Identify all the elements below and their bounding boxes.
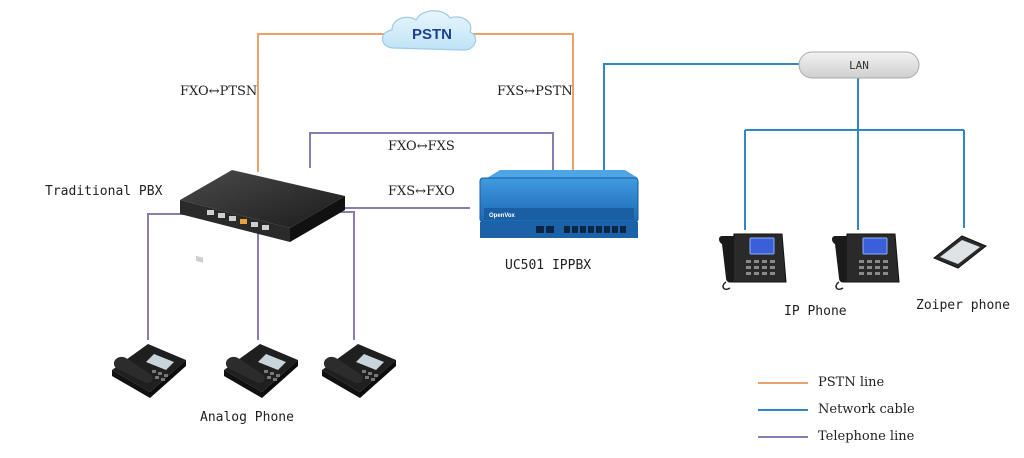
device-label-zoiper-phone: Zoiper phone [916,298,1010,313]
cloud-label: PSTN [412,26,452,43]
pbx-ports [196,210,269,263]
analog-phone-2 [224,344,298,398]
legend-label-telephone: Telephone line [818,429,915,444]
traditional-pbx-device [180,170,345,263]
network-cables [603,63,965,230]
telephone-line-analog-3 [340,211,355,340]
link-label-fxs-pstn: FXS↔PSTN [497,84,573,99]
telephone-lines [147,132,554,340]
cloud-icon [381,10,477,51]
uc501-front-strip [484,208,634,220]
link-label-fxo-fxs: FXO↔FXS [388,139,455,154]
pstn-cloud: PSTN [381,10,477,51]
legend-label-pstn: PSTN line [818,375,885,390]
device-label-ip-phone: IP Phone [784,304,847,319]
smartphone-screen [940,240,980,264]
analog-phone-icon [224,344,298,392]
legend-label-network: Network cable [818,402,915,417]
uc501-front-ports [536,226,626,233]
lan-label: LAN [849,59,869,72]
uc501-top-panel [487,170,638,178]
pstn-line-pbx [257,33,388,172]
uc501-logo: OpenVox [489,213,516,219]
pstn-line-uc501 [466,33,574,170]
device-label-analog-phone: Analog Phone [200,410,294,425]
uc501-device: OpenVox [479,170,639,238]
device-label-uc501: UC501 IPPBX [505,258,592,273]
device-label-traditional-pbx: Traditional PBX [45,184,163,199]
network-cable-uc501-lan [603,63,800,170]
analog-phone-3 [322,344,396,398]
ip-phone-2 [832,233,900,291]
legend-swatches [758,382,808,438]
lan-switch: LAN [798,51,920,79]
ip-phone-1 [719,233,787,291]
analog-phone-1 [112,344,186,398]
pstn-lines [257,33,574,172]
link-label-fxo-ptsn: FXO↔PTSN [180,84,258,99]
telephone-line-analog-1 [147,213,186,340]
zoiper-phone-device [933,235,987,269]
telephone-line-fxo-fxs [309,132,554,170]
pbx-top-panel [180,170,345,228]
lan-pill [798,51,920,79]
analog-phone-icon [322,344,396,392]
analog-phone-icon [112,344,186,392]
link-label-fxs-fxo: FXS↔FXO [388,184,455,199]
pbx-side-panel [290,196,345,242]
